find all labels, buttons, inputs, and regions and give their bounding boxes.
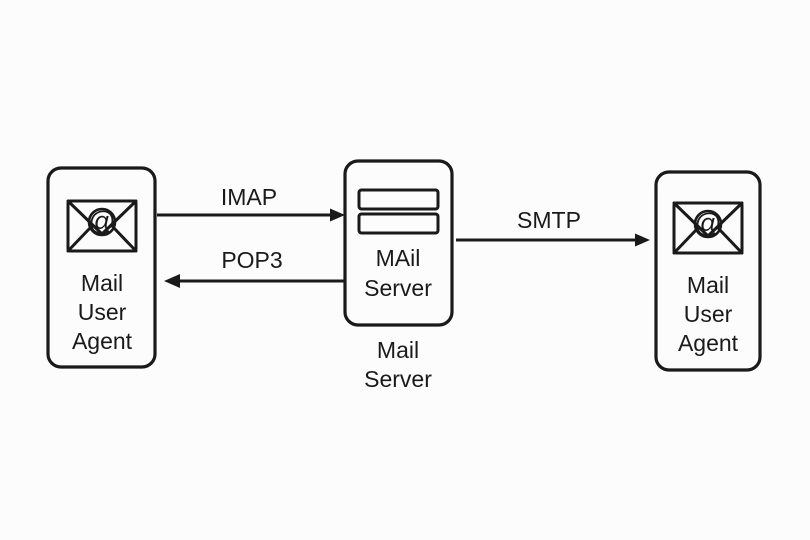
mua-left-at-symbol: @: [88, 206, 115, 236]
mail-server-caption: Mail Server: [364, 337, 432, 392]
mua-left-box[interactable]: [46, 166, 157, 369]
mail-server-caption-line1: Mail: [377, 337, 419, 363]
mua-left-label-line2: User: [78, 299, 127, 325]
smtp-label: SMTP: [517, 207, 581, 233]
edge-pop3: POP3: [164, 247, 345, 288]
pop3-label: POP3: [221, 247, 282, 273]
envelope-at-icon: @: [66, 199, 138, 253]
mua-left-label-line3: Agent: [72, 328, 133, 354]
edge-imap: IMAP: [157, 184, 345, 222]
mua-right-label-line2: User: [684, 301, 733, 327]
edge-smtp: SMTP: [456, 207, 650, 247]
mua-right-label-line1: Mail: [687, 272, 729, 298]
imap-label: IMAP: [221, 184, 277, 210]
mua-right-box[interactable]: [654, 170, 762, 372]
mua-right-label-line3: Agent: [678, 330, 739, 356]
mail-server-caption-line2: Server: [364, 366, 432, 392]
node-mail-server[interactable]: MAil Server: [343, 159, 454, 327]
pop3-arrow-head: [164, 274, 180, 288]
node-mail-user-agent-right[interactable]: @ Mail User Agent: [654, 170, 762, 372]
mail-server-label-line1: MAil: [376, 245, 421, 271]
mua-right-at-symbol: @: [694, 208, 721, 238]
node-mail-user-agent-left[interactable]: @ Mail User Agent: [46, 166, 157, 369]
envelope-at-icon: @: [672, 201, 744, 255]
smtp-arrow-head: [635, 233, 650, 247]
server-rack-icon: [357, 188, 440, 235]
imap-arrow-head: [330, 208, 345, 222]
mua-left-label-line1: Mail: [81, 270, 123, 296]
mail-server-label-line2: Server: [364, 275, 432, 301]
